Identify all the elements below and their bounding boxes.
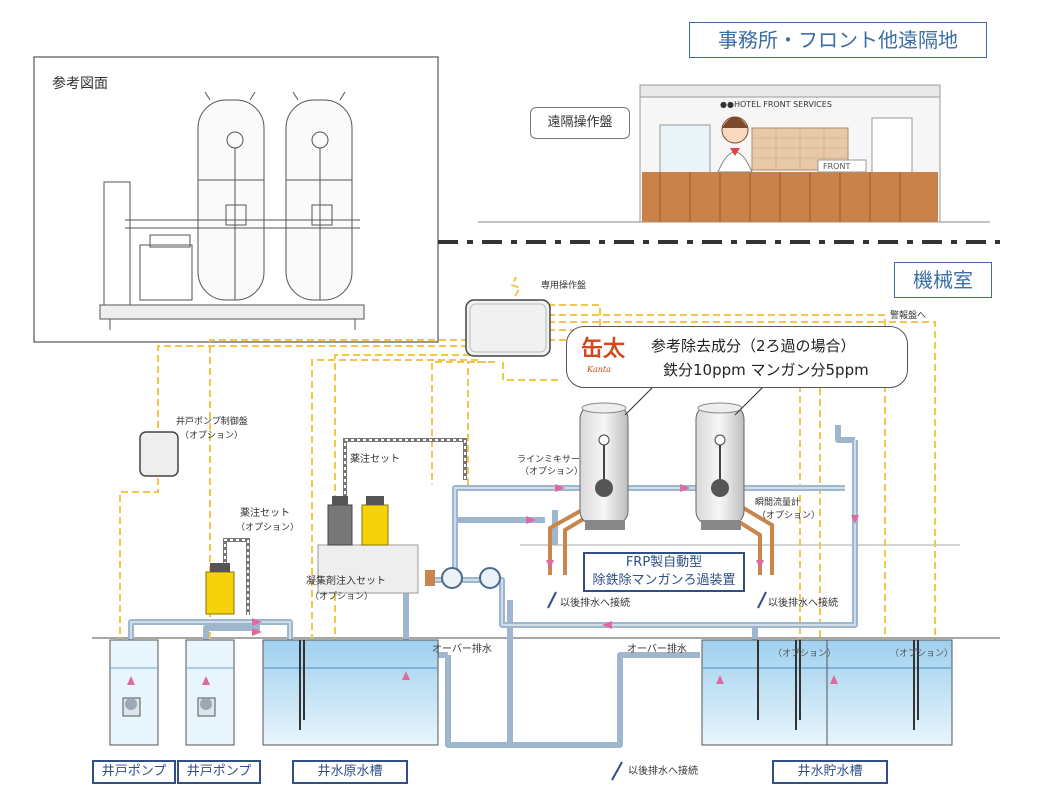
line-mixer-label: ラインミキサー (517, 454, 580, 465)
control-panel-label: 専用操作盤 (541, 279, 586, 291)
remote-location-title: 事務所・フロント他遠隔地 (689, 22, 987, 58)
drain-label-2: 以後排水へ接続 (768, 596, 838, 609)
label-well-pump-1: 井戸ポンプ (92, 760, 176, 784)
brand-roman: Kanta (587, 365, 611, 374)
reference-drawing (33, 56, 439, 343)
label-raw-tank: 井水原水槽 (292, 760, 408, 784)
overflow-label-1: オーバー排水 (432, 642, 492, 655)
filter-vessel-2 (695, 402, 745, 530)
callout-line-1: 参考除去成分（2ろ過の場合） (651, 337, 856, 355)
signal-wiring (119, 276, 936, 700)
flowmeter-option: （オプション） (757, 510, 820, 521)
drain-label-3: 以後排水へ接続 (628, 764, 698, 777)
alarm-label: 警報盤へ (890, 309, 926, 321)
chemical-set-well-label: 薬注セット (240, 506, 290, 519)
reference-title: 参考図面 (52, 75, 108, 92)
well-pump-panel-label: 井戸ポンプ制御盤 (176, 415, 248, 427)
well-pump-panel (139, 431, 179, 477)
control-panel (465, 299, 551, 357)
booster-pumps (425, 567, 501, 589)
filter-vessel-1 (579, 402, 629, 530)
overflow-label-2: オーバー排水 (627, 642, 687, 655)
hotel-sign: ●●HOTEL FRONT SERVICES (720, 100, 832, 109)
flowmeter-label: 瞬間流量計 (755, 496, 800, 508)
chemical-tank-well (205, 563, 235, 615)
device-label-line1: FRP製自動型 (625, 555, 703, 570)
device-label: FRP製自動型 除鉄除マンガンろ過装置 (583, 552, 745, 592)
storage-option-1: （オプション） (773, 648, 836, 659)
well-pump-1 (122, 697, 141, 717)
well-pump-2 (197, 697, 216, 717)
flow-arrows (127, 484, 859, 685)
drain-label-1: 以後排水へ接続 (560, 596, 630, 609)
line-mixer-option: （オプション） (520, 466, 583, 477)
chemical-set-label: 薬注セット (350, 452, 400, 465)
hotel-front-scene (478, 84, 990, 223)
front-sign: FRONT (823, 162, 850, 171)
well-shafts (109, 639, 235, 746)
raw-water-tank (262, 639, 439, 746)
chemical-tank-set (317, 496, 419, 594)
remote-panel-callout: 遠隔操作盤 (530, 107, 630, 139)
machine-room-title: 機械室 (894, 262, 992, 298)
coagulant-set-option: （オプション） (310, 591, 373, 602)
chemical-set-well-option: （オプション） (236, 522, 299, 533)
brand-logo: 缶太 (581, 336, 626, 362)
removal-callout: 缶太 Kanta 参考除去成分（2ろ過の場合） 鉄分10ppm マンガン分5pp… (566, 326, 908, 388)
coagulant-set-label: 凝集剤注入セット (306, 574, 386, 587)
callout-line-2: 鉄分10ppm マンガン分5ppm (663, 361, 869, 379)
storage-option-2: （オプション） (890, 648, 953, 659)
label-storage-tank: 井水貯水槽 (772, 760, 888, 784)
well-pump-panel-option: （オプション） (180, 430, 243, 441)
device-label-line2: 除鉄除マンガンろ過装置 (592, 573, 736, 588)
label-well-pump-2: 井戸ポンプ (177, 760, 261, 784)
storage-water-tank (701, 639, 953, 746)
